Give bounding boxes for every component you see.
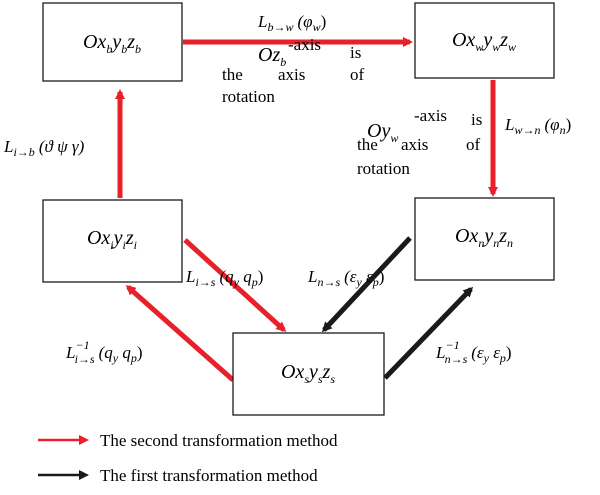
legend-first-method: The first transformation method [100, 466, 318, 485]
svg-text:of: of [466, 135, 481, 154]
label-b-to-w: Lb→w(φw) [257, 12, 326, 34]
svg-text:the: the [222, 65, 243, 84]
legend-second-method: The second transformation method [100, 431, 338, 450]
svg-text:axis: axis [401, 135, 428, 154]
svg-text:is: is [350, 43, 361, 62]
frame-box-b: Oxbybzb [42, 2, 183, 82]
arrow-i-to-s [183, 238, 287, 333]
frame-box-w: Oxwywzw [414, 2, 555, 79]
legend: The second transformation method The fir… [38, 431, 338, 485]
label-i-to-b: Li→b(ϑ ψ γ) [3, 137, 85, 159]
svg-text:Ozb: Ozb [258, 44, 286, 69]
svg-text:of: of [350, 65, 365, 84]
svg-text:rotation: rotation [357, 159, 410, 178]
label-i-to-s: Li→s(qy qp) [185, 267, 263, 289]
frame-box-n: Oxnynzn [414, 197, 555, 281]
arrow-s-to-i-inverse [125, 285, 235, 382]
svg-text:is: is [471, 110, 482, 129]
svg-text:rotation: rotation [222, 87, 275, 106]
svg-text:Oxbybzb: Oxbybzb [83, 31, 141, 56]
svg-text:-axis: -axis [288, 35, 321, 54]
label-w-to-n: Lw→n(φn) [504, 115, 571, 137]
svg-text:the: the [357, 135, 378, 154]
frame-box-s: Oxsyszs [232, 332, 385, 416]
label-n-to-s: Ln→s(εy εp) [307, 267, 384, 289]
svg-text:axis: axis [278, 65, 305, 84]
svg-text:Oxwywzw: Oxwywzw [452, 29, 516, 54]
note-top-rotation-axis: Ozb -axis is the axis of rotation [222, 35, 365, 106]
svg-text:Oyw: Oyw [367, 120, 398, 145]
svg-text:-axis: -axis [414, 106, 447, 125]
svg-text:Oxsyszs: Oxsyszs [281, 361, 335, 386]
arrow-s-to-n-inverse [383, 286, 474, 380]
svg-text:Oxnynzn: Oxnynzn [455, 225, 513, 250]
arrow-n-to-s [321, 236, 412, 333]
frame-box-i: Oxiyizi [42, 199, 183, 283]
note-right-rotation-axis: Oyw -axis is the axis of rotation [357, 106, 482, 178]
svg-text:Oxiyizi: Oxiyizi [87, 227, 137, 252]
